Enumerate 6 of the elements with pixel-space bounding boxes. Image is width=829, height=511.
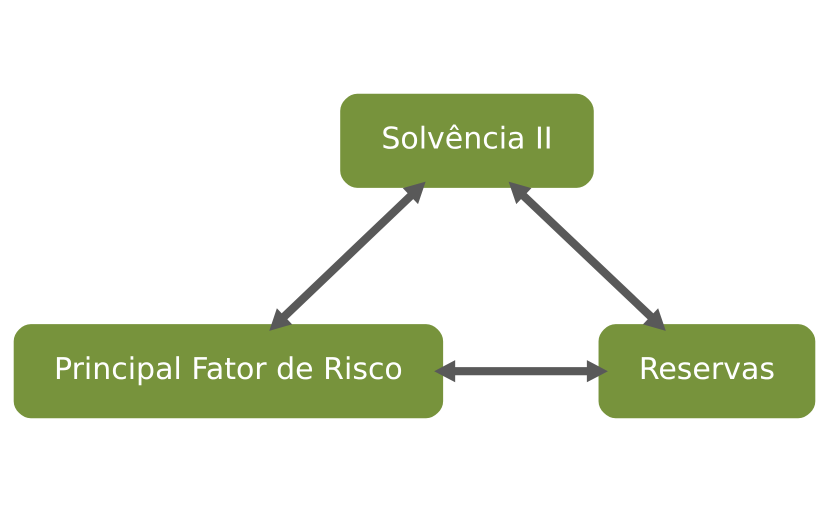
node-box: Solvência II: [340, 93, 594, 188]
arrow: [269, 181, 426, 330]
node-box: Principal Fator de Risco: [14, 324, 444, 418]
arrow: [434, 360, 608, 382]
arrow: [508, 181, 666, 330]
node-box: Reservas: [598, 324, 816, 418]
